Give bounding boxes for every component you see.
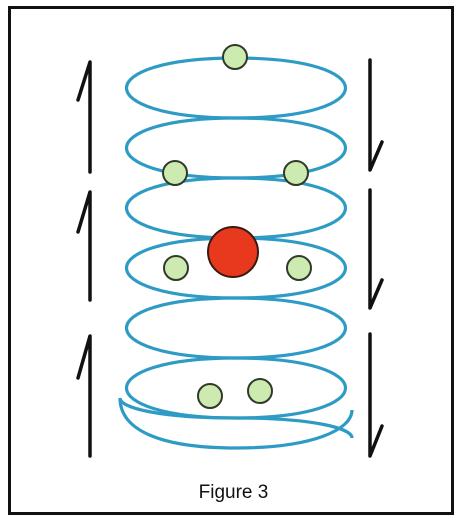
- spin-up-arrow-icon: [76, 190, 92, 302]
- helix-strand-right: [125, 56, 354, 439]
- electron: [222, 44, 248, 70]
- helix-strand-left: [118, 56, 347, 420]
- nucleus: [207, 226, 259, 278]
- spin-up-arrow-icon: [76, 60, 92, 174]
- spin-down-arrow-icon: [368, 58, 384, 172]
- helix-group: [118, 56, 354, 450]
- electrons: [162, 44, 312, 409]
- spin-down-arrow-icon: [368, 188, 384, 310]
- electron: [247, 378, 273, 404]
- electron: [283, 160, 309, 186]
- electron: [163, 255, 189, 281]
- figure-caption: Figure 3: [198, 482, 269, 503]
- spin-up-arrow-icon: [76, 334, 92, 458]
- electron: [286, 255, 312, 281]
- electron: [197, 383, 223, 409]
- helix-bottom-loop: [118, 397, 354, 450]
- spin-down-arrow-icon: [368, 332, 384, 458]
- spin-arrows: [76, 58, 384, 458]
- electron: [162, 160, 188, 186]
